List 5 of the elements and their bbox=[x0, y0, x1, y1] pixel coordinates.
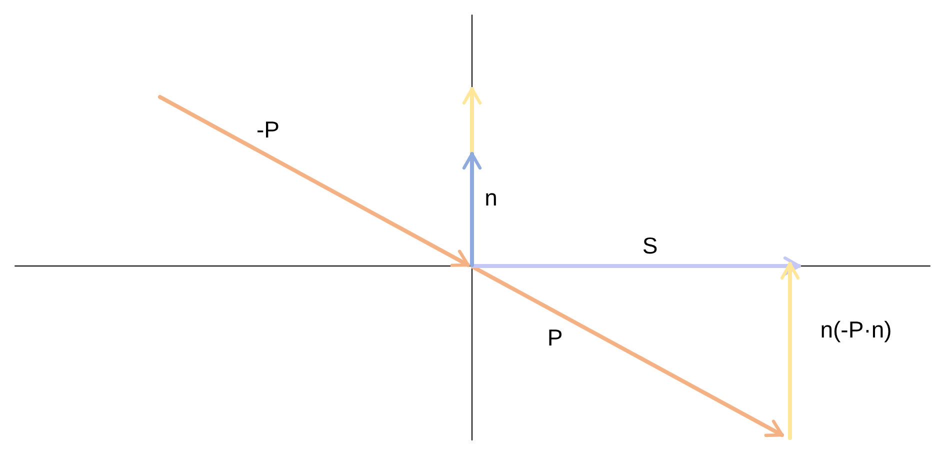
vector-label: n(-P·n) bbox=[820, 318, 892, 342]
vector-label: P bbox=[547, 326, 563, 350]
vector-label: n bbox=[484, 186, 498, 210]
vector-label: S bbox=[642, 234, 658, 258]
vector-label: -P bbox=[256, 118, 280, 142]
